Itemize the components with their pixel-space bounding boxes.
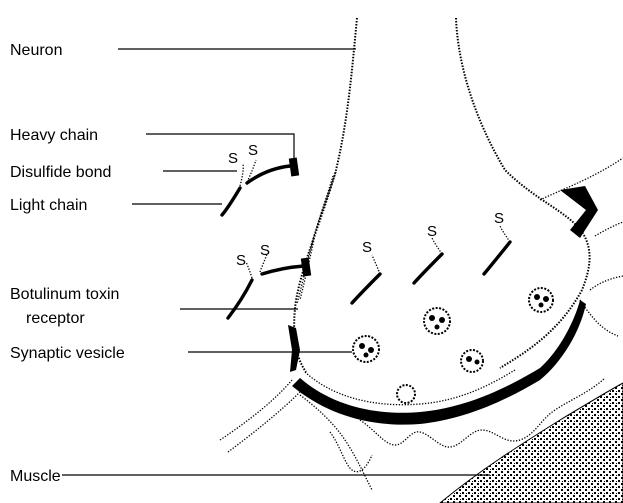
sulfur-label: S [260,242,270,259]
muscle-label: Muscle [10,468,61,485]
disulfide-bond-label: Disulfide bond [10,164,111,181]
sulfur-label: S [236,252,246,269]
sulfur-label: S [494,210,504,227]
heavy-chain-label: Heavy chain [10,127,98,144]
receptor-label-line1: Botulinum toxin [10,286,119,303]
neuron-outline [220,18,623,452]
synaptic-vesicle-5 [397,385,415,403]
sulfur-label: S [362,239,372,256]
muscle-tissue [440,383,623,503]
receptor-label-line2: receptor [26,310,85,327]
synaptic-vesicle-label: Synaptic vesicle [10,345,125,362]
light-chain-label: Light chain [10,197,87,214]
neuron-label: Neuron [10,42,62,59]
synaptic-vesicle-2 [424,308,450,334]
sulfur-label: S [427,223,437,240]
synaptic-vesicle-4 [461,350,483,372]
synaptic-vesicle [353,336,379,362]
synaptic-vesicle-3 [529,288,553,312]
sulfur-label: S [228,150,238,167]
heavy-chain-leader-line [146,134,294,160]
sulfur-label: S [248,142,258,159]
